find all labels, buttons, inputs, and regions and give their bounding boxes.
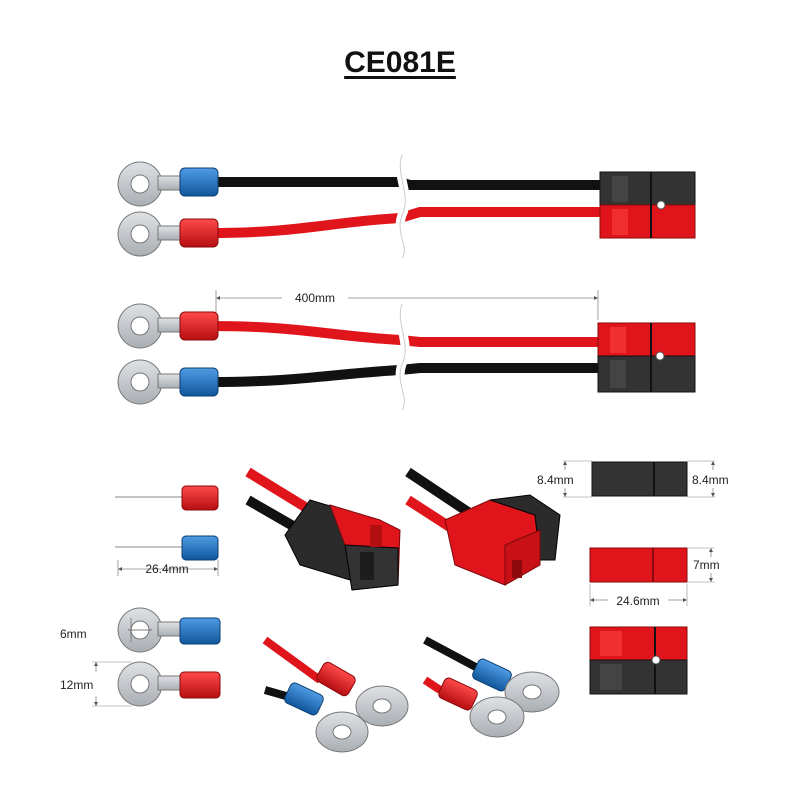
ring-terminal-detail [92, 607, 221, 707]
diagram-title: CE081E [344, 46, 456, 79]
anderson-connector [597, 322, 696, 393]
dimension-cable-length [215, 290, 599, 320]
red-ferrule [316, 661, 356, 697]
red-ferrule [438, 677, 478, 711]
ring-terminal [117, 303, 185, 349]
dimension-label: 26.4mm [145, 562, 188, 576]
red-ferrule [179, 671, 221, 699]
dimension-label: 12mm [60, 678, 93, 692]
blue-ferrule [179, 167, 219, 197]
ring-terminal [117, 359, 185, 405]
dimension-label: 400mm [295, 291, 335, 305]
blue-ferrule [179, 617, 221, 645]
cable-assembly-top [117, 153, 696, 261]
blue-ferrule [179, 367, 219, 397]
ring-terminal [117, 211, 185, 257]
blue-ferrule [181, 535, 219, 561]
red-ferrule [179, 218, 219, 248]
dimension-label: 8.4mm [692, 473, 729, 487]
dimension-label: 6mm [60, 627, 87, 641]
red-ferrule [181, 485, 219, 511]
ring-terminal [117, 161, 185, 207]
red-ferrule [179, 311, 219, 341]
dimension-label: 7mm [693, 558, 720, 572]
cable-assembly-bottom [117, 290, 696, 413]
ring-terminal-closeup-right [422, 636, 560, 738]
anderson-connector [599, 171, 696, 239]
ring-terminal-closeup-left [262, 636, 409, 753]
dimension-label: 24.6mm [616, 594, 659, 608]
ring-terminal [117, 661, 185, 707]
dimension-label: 8.4mm [537, 473, 574, 487]
connector-side-red [589, 547, 715, 606]
blue-ferrule [284, 682, 324, 716]
connector-front-face [589, 626, 688, 695]
ferrule-detail [115, 485, 219, 576]
connector-3d-view-front [245, 467, 401, 591]
connector-side-black [563, 460, 715, 498]
connector-3d-view-angle [405, 467, 561, 586]
